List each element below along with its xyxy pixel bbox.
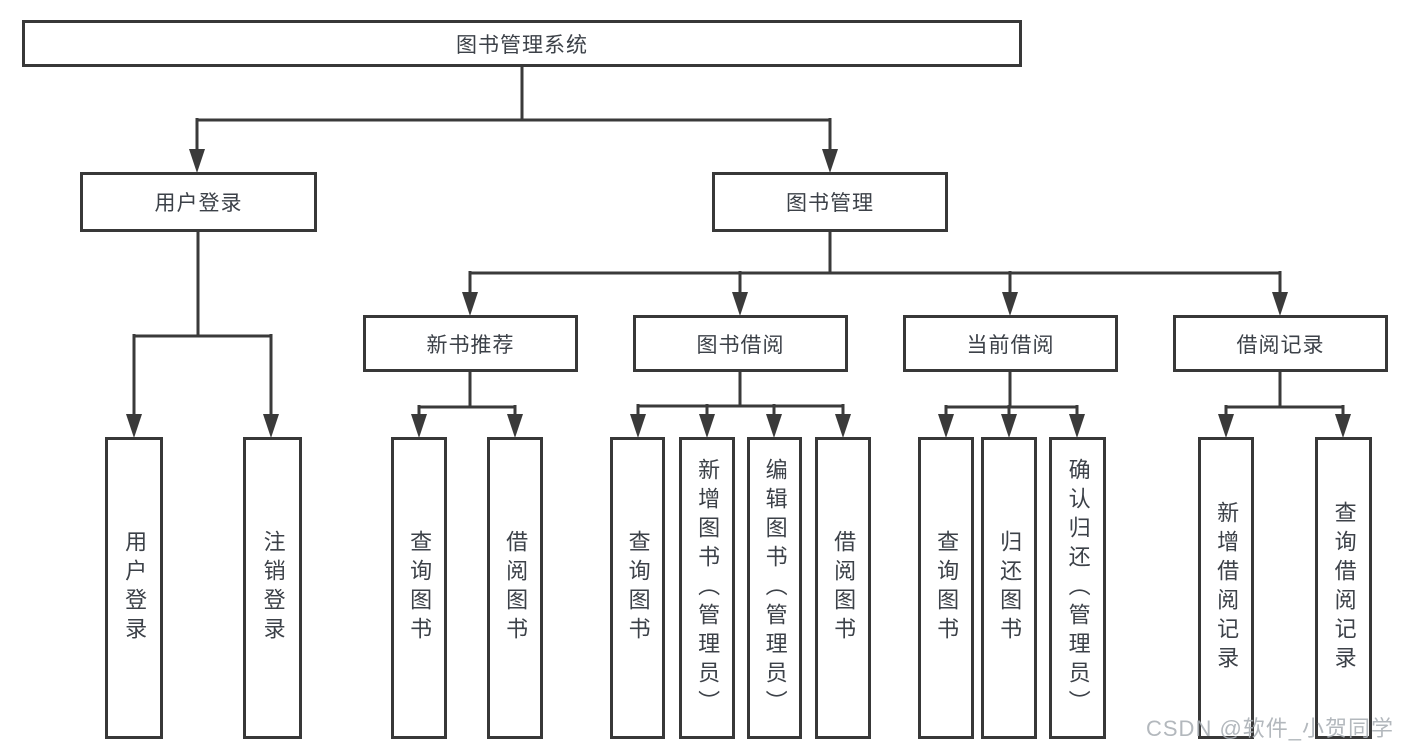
node-label: 当前借阅 bbox=[966, 333, 1055, 357]
node-new-book-recommend: 新书推荐 bbox=[363, 315, 578, 372]
leaf-user-login: 用户登录 bbox=[105, 437, 163, 739]
leaf-query-books-borrow: 查询图书 bbox=[610, 437, 665, 739]
leaf-label: 新增图书（管理员） bbox=[695, 457, 721, 719]
node-label: 新书推荐 bbox=[426, 333, 515, 357]
leaf-label: 查询图书 bbox=[934, 530, 960, 646]
leaf-label: 新增借阅记录 bbox=[1214, 501, 1240, 675]
leaf-label: 查询图书 bbox=[625, 530, 651, 646]
leaf-query-books-current: 查询图书 bbox=[918, 437, 974, 739]
node-user-login: 用户登录 bbox=[80, 172, 317, 232]
leaf-borrow-books: 借阅图书 bbox=[815, 437, 871, 739]
leaf-query-books-recommend: 查询图书 bbox=[391, 437, 447, 739]
leaf-confirm-return-admin: 确认归还（管理员） bbox=[1049, 437, 1106, 739]
node-book-management: 图书管理 bbox=[712, 172, 948, 232]
leaf-query-borrow-record: 查询借阅记录 bbox=[1315, 437, 1372, 739]
leaf-add-borrow-record: 新增借阅记录 bbox=[1198, 437, 1254, 739]
node-label: 图书管理 bbox=[786, 192, 874, 215]
node-borrow-records: 借阅记录 bbox=[1173, 315, 1388, 372]
node-book-borrow: 图书借阅 bbox=[633, 315, 848, 372]
leaf-label: 注销登录 bbox=[260, 530, 286, 646]
leaf-label: 查询图书 bbox=[407, 530, 433, 646]
node-current-borrow: 当前借阅 bbox=[903, 315, 1118, 372]
leaf-label: 归还图书 bbox=[997, 530, 1023, 646]
csdn-watermark: CSDN @软件_小贺同学 bbox=[1146, 716, 1395, 741]
leaf-edit-book-admin: 编辑图书（管理员） bbox=[747, 437, 802, 739]
leaf-label: 用户登录 bbox=[122, 530, 148, 646]
leaf-add-book-admin: 新增图书（管理员） bbox=[679, 437, 735, 739]
leaf-label: 借阅图书 bbox=[831, 530, 857, 646]
leaf-label: 确认归还（管理员） bbox=[1065, 457, 1091, 719]
leaf-logout: 注销登录 bbox=[243, 437, 302, 739]
leaf-label: 借阅图书 bbox=[503, 530, 529, 646]
node-label: 借阅记录 bbox=[1236, 333, 1325, 357]
leaf-label: 编辑图书（管理员） bbox=[762, 457, 788, 719]
node-label: 图书借阅 bbox=[696, 333, 785, 357]
leaf-return-book: 归还图书 bbox=[981, 437, 1037, 739]
node-label: 图书管理系统 bbox=[456, 33, 588, 57]
leaf-label: 查询借阅记录 bbox=[1331, 501, 1357, 675]
node-label: 用户登录 bbox=[154, 192, 243, 215]
leaf-borrow-books-recommend: 借阅图书 bbox=[487, 437, 543, 739]
node-library-management-system: 图书管理系统 bbox=[22, 20, 1022, 67]
